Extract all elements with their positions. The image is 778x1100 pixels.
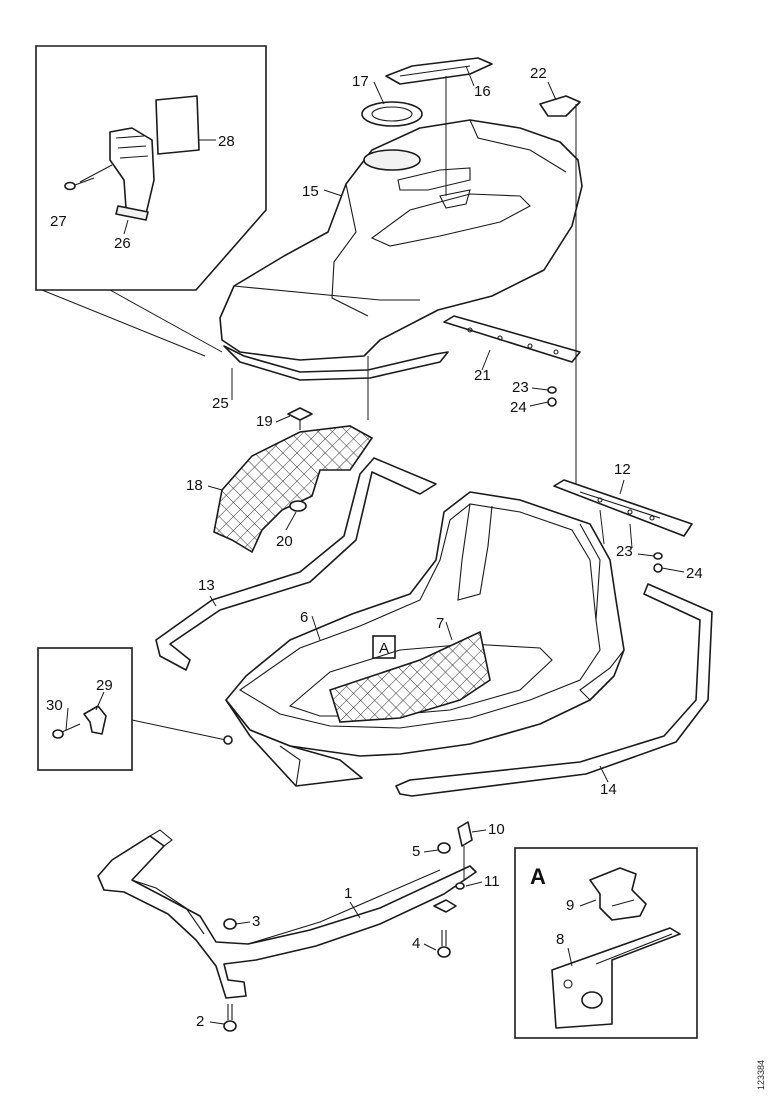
parts-23-24-lower-fasteners <box>653 552 663 573</box>
part-15-hood <box>219 119 583 361</box>
callout-16: 16 <box>474 83 491 100</box>
callout-leaders <box>65 65 685 1025</box>
callout-9: 9 <box>566 897 574 914</box>
part-30-screw <box>52 723 81 739</box>
part-26-bracket <box>109 127 155 221</box>
inset-box-left-middle <box>37 647 233 771</box>
part-17-ring <box>361 101 423 127</box>
callout-6: 6 <box>300 609 308 626</box>
part-28-decal <box>155 95 200 155</box>
callout-23-upper: 23 <box>512 379 529 396</box>
part-13-front-rail <box>155 457 437 671</box>
part-3-nut <box>223 918 237 930</box>
callout-labels: 1 2 3 4 5 6 7 8 9 10 11 12 13 14 15 16 1… <box>46 65 703 1030</box>
callout-18: 18 <box>186 477 203 494</box>
callout-1: 1 <box>344 885 352 902</box>
callout-7: 7 <box>436 615 444 632</box>
inset-box-a: A <box>514 847 698 1039</box>
part-14-rear-rail <box>395 583 713 797</box>
callout-27: 27 <box>50 213 67 230</box>
part-21-plate <box>443 315 581 363</box>
part-12-plate <box>553 479 693 537</box>
callout-22: 22 <box>530 65 547 82</box>
part-4-bolt <box>433 899 457 958</box>
main-body-tub <box>225 491 625 787</box>
part-25-seal <box>223 345 449 381</box>
part-22-clip <box>539 95 581 117</box>
part-9-bracket <box>589 867 647 921</box>
part-5-nut <box>437 842 451 854</box>
callout-21: 21 <box>474 367 491 384</box>
callout-30: 30 <box>46 697 63 714</box>
callout-26: 26 <box>114 235 131 252</box>
inset-a-title: A <box>530 864 546 889</box>
callout-12: 12 <box>614 461 631 478</box>
part-29-bracket <box>83 705 107 735</box>
callout-28: 28 <box>218 133 235 150</box>
callout-20: 20 <box>276 533 293 550</box>
callout-24-lower: 24 <box>686 565 703 582</box>
callout-5: 5 <box>412 843 420 860</box>
callout-24-upper: 24 <box>510 399 527 416</box>
detail-marker-a[interactable]: A <box>372 635 396 659</box>
document-id: 123384 <box>756 1060 766 1090</box>
inset-box-top-left <box>35 45 267 291</box>
part-20-grommet <box>289 500 307 512</box>
parts-23-24-upper-fasteners <box>547 386 557 407</box>
callout-3: 3 <box>252 913 260 930</box>
part-27-screw <box>64 177 95 191</box>
callout-19: 19 <box>256 413 273 430</box>
callout-15: 15 <box>302 183 319 200</box>
callout-11: 11 <box>484 873 500 890</box>
part-1-chassis-frame <box>97 829 477 999</box>
part-6-rim <box>238 503 601 729</box>
part-8-mounting-plate <box>551 927 681 1029</box>
part-7-mesh-panel[interactable] <box>329 630 491 723</box>
detail-marker-a-label: A <box>379 640 389 657</box>
callout-4: 4 <box>412 935 420 952</box>
callout-17: 17 <box>352 73 369 90</box>
part-11-screw <box>455 882 465 890</box>
part-16-badge <box>385 57 493 85</box>
callout-29: 29 <box>96 677 113 694</box>
callout-13: 13 <box>198 577 215 594</box>
callout-10: 10 <box>488 821 505 838</box>
callout-8: 8 <box>556 931 564 948</box>
part-18-grille[interactable] <box>213 425 374 554</box>
callout-25: 25 <box>212 395 229 412</box>
part-19-clip <box>287 407 313 421</box>
callout-14: 14 <box>600 781 617 798</box>
part-2-bolt <box>223 1004 237 1032</box>
callout-23-lower: 23 <box>616 543 633 560</box>
callout-2: 2 <box>196 1013 204 1030</box>
part-10-clip <box>457 821 473 847</box>
